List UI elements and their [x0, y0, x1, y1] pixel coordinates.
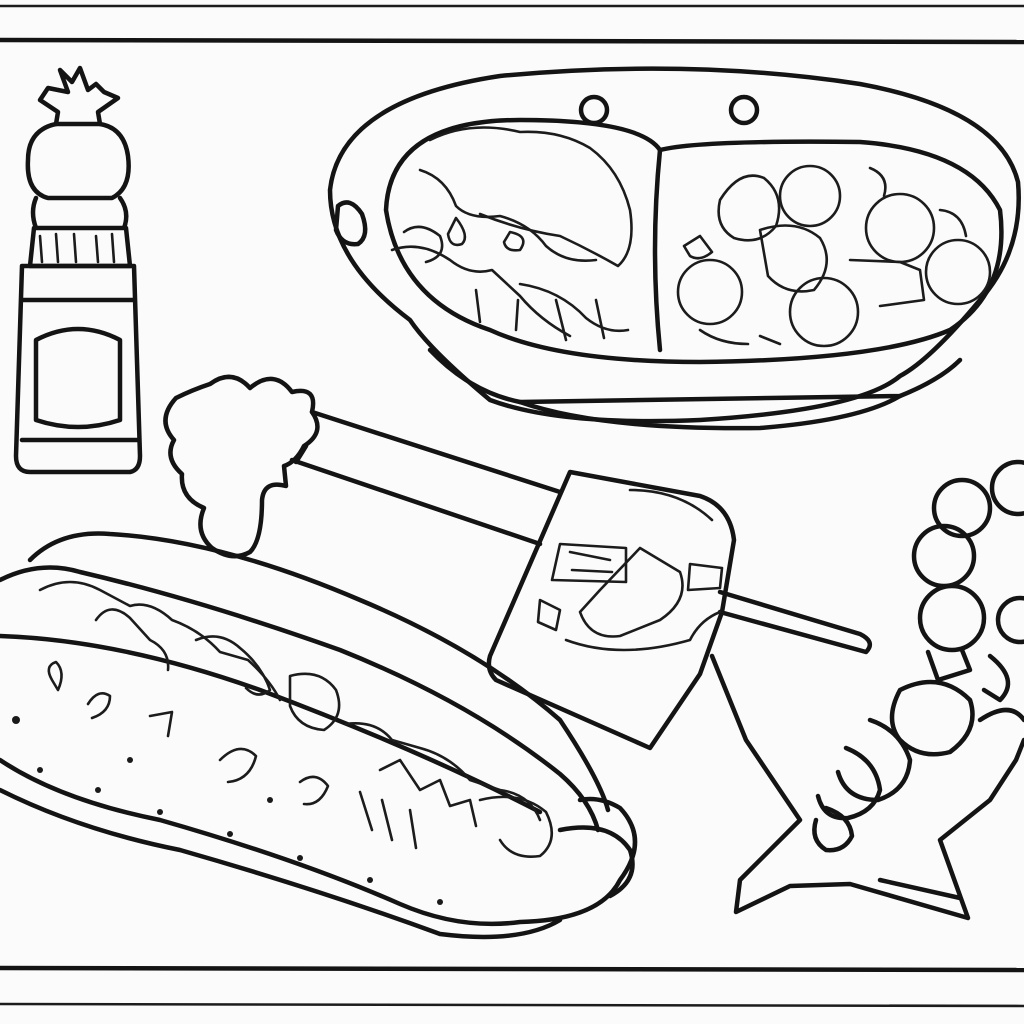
- hot-dog-icon: [0, 531, 638, 940]
- flag-icon: [486, 469, 737, 751]
- page-frame: [0, 4, 1024, 1008]
- condiment-bottle-icon: [13, 65, 143, 475]
- star-kebab-icon: [709, 459, 1024, 921]
- divided-bowl-icon: [327, 66, 1021, 431]
- skewer-icon: [163, 374, 873, 655]
